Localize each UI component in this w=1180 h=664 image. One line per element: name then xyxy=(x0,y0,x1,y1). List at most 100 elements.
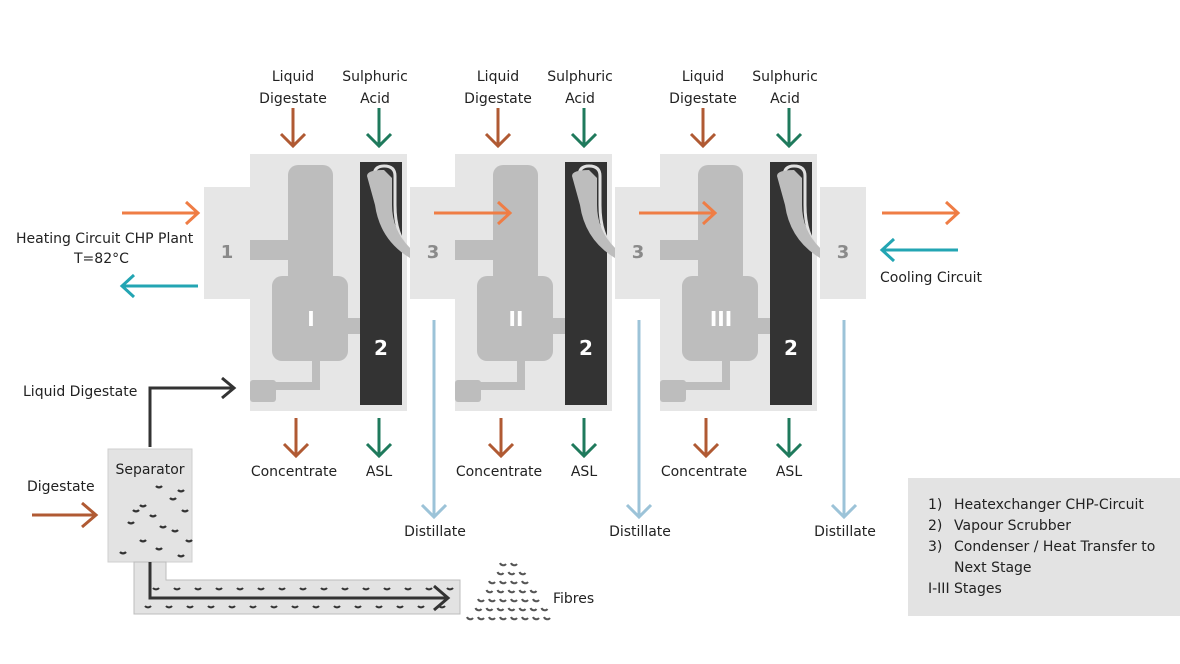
evaporator-body xyxy=(682,276,758,361)
input-liquid-digestate-line2: Digestate xyxy=(464,91,532,107)
concentrate-pipe xyxy=(272,361,320,390)
fibre xyxy=(518,589,527,594)
heating-return-arrow-head xyxy=(119,273,136,299)
legend-text-4: I-III Stages xyxy=(928,581,1002,597)
digestate-label: Digestate xyxy=(27,479,95,495)
stage-1: I23LiquidDigestateSulphuricAcidConcentra… xyxy=(250,69,466,540)
condenser-label: 3 xyxy=(632,242,645,263)
particle xyxy=(362,587,370,591)
particle xyxy=(171,529,179,533)
particle xyxy=(127,521,135,525)
fibre xyxy=(510,616,518,621)
asl-arrow-head xyxy=(570,442,598,459)
particle xyxy=(333,605,341,609)
condenser-label: 3 xyxy=(427,242,440,263)
fibre xyxy=(521,616,529,621)
evaporator-column xyxy=(288,165,333,285)
particle xyxy=(119,551,127,555)
particle xyxy=(257,587,265,591)
fibres-pile xyxy=(466,562,551,621)
cooling-in-arrow-head xyxy=(879,237,896,263)
digestate-arrowhead xyxy=(81,501,99,529)
fibre xyxy=(485,589,494,594)
scrubber-connector xyxy=(758,318,772,334)
fibre-conveyor-line xyxy=(148,562,446,600)
input-liquid-digestate-line1: Liquid xyxy=(477,69,519,85)
asl-label: ASL xyxy=(776,464,802,480)
stage-3: III23LiquidDigestateSulphuricAcidConcent… xyxy=(660,69,876,540)
fibre xyxy=(510,598,518,603)
fibre xyxy=(474,607,483,612)
asl-arrow-head xyxy=(775,442,803,459)
concentrate-arrow-head xyxy=(487,442,515,459)
scrubber-label: 2 xyxy=(784,336,798,360)
scrubber-pipe-outline xyxy=(782,164,822,252)
transfer-arrow-2-head xyxy=(701,200,718,226)
particle xyxy=(278,587,286,591)
fibre xyxy=(488,616,496,621)
liquid-digestate-arrow-head xyxy=(484,132,512,149)
fibre xyxy=(496,607,505,612)
fibre xyxy=(532,598,540,603)
fibre xyxy=(532,616,540,621)
evaporator-column xyxy=(493,165,538,285)
evaporator-column xyxy=(698,165,743,285)
fibre xyxy=(518,571,527,576)
liquid-digestate-arrowhead xyxy=(221,376,237,400)
asl-arrow-head xyxy=(365,442,393,459)
particle xyxy=(185,539,193,543)
asl-label: ASL xyxy=(366,464,392,480)
particle xyxy=(396,605,404,609)
particle xyxy=(291,605,299,609)
particle xyxy=(215,587,223,591)
conveyor-particles xyxy=(144,587,454,609)
input-liquid-digestate-line1: Liquid xyxy=(272,69,314,85)
input-sulphuric-acid-line1: Sulphuric xyxy=(547,69,613,85)
particle xyxy=(169,497,177,501)
particle xyxy=(446,587,454,591)
particle xyxy=(249,605,257,609)
heating-supply-arrow-head xyxy=(184,200,201,226)
legend-number-3: 3) xyxy=(928,539,942,555)
stage-roman-numeral: II xyxy=(509,307,524,331)
concentrate-pipe xyxy=(477,361,525,390)
heat-exchanger-label: 1 xyxy=(221,242,234,263)
scrubber-connector xyxy=(553,318,567,334)
legend-text-3: Condenser / Heat Transfer to xyxy=(954,539,1155,555)
stage-2: II23LiquidDigestateSulphuricAcidConcentr… xyxy=(455,69,671,540)
distillate-arrow-head xyxy=(830,503,858,520)
legend-number-1: 1) xyxy=(928,497,942,513)
scrubber-label: 2 xyxy=(374,336,388,360)
separator-box xyxy=(107,448,193,563)
sulphuric-acid-arrow-head xyxy=(570,132,598,149)
particle xyxy=(354,605,362,609)
heat-exchanger-box xyxy=(204,187,250,299)
cooling-circuit-label: Cooling Circuit xyxy=(880,270,982,286)
distillate-label: Distillate xyxy=(814,524,876,540)
particle xyxy=(181,509,189,513)
heating-pipe xyxy=(660,240,698,260)
fibre xyxy=(543,616,551,621)
particle xyxy=(270,605,278,609)
scrubber-label: 2 xyxy=(579,336,593,360)
fibre xyxy=(496,571,505,576)
condenser-box xyxy=(820,187,866,299)
particle xyxy=(299,587,307,591)
fibre xyxy=(499,616,507,621)
input-sulphuric-acid-line2: Acid xyxy=(770,91,800,107)
fibre xyxy=(499,598,507,603)
fibre xyxy=(496,589,505,594)
fibre xyxy=(529,589,538,594)
particle xyxy=(155,485,163,489)
scrubber-pipe xyxy=(367,170,410,258)
fibre xyxy=(521,580,529,585)
separator-particles xyxy=(119,485,193,558)
scrubber-pipe-outline xyxy=(372,164,412,252)
transfer-arrows xyxy=(434,200,718,226)
particle xyxy=(177,489,185,493)
fibre xyxy=(510,562,518,567)
liquid-digestate-label: Liquid Digestate xyxy=(23,384,137,400)
condenser-label: 3 xyxy=(837,242,850,263)
fibre-conveyor xyxy=(133,561,461,615)
